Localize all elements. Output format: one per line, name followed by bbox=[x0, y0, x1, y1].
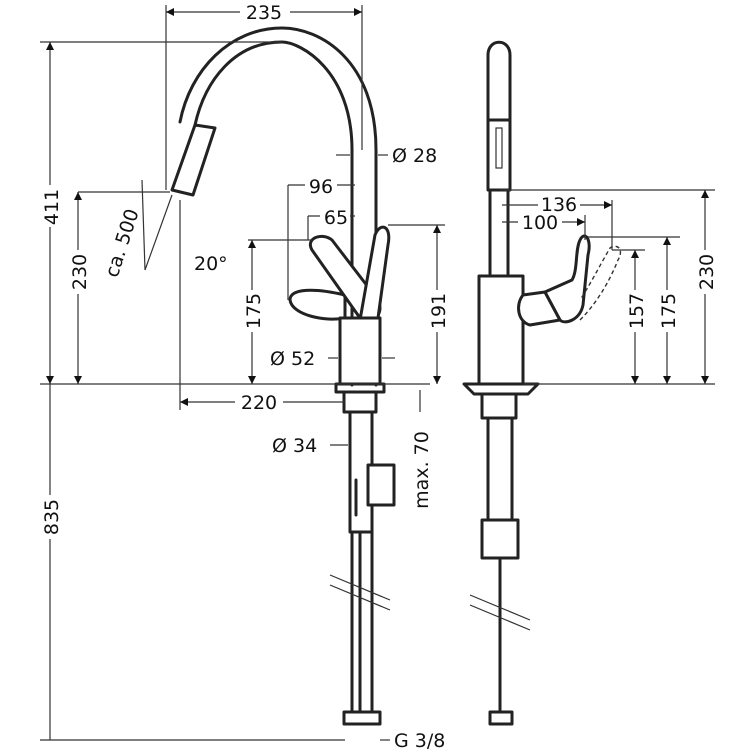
dim-411: 411 bbox=[41, 189, 63, 225]
front-view-faucet bbox=[462, 40, 622, 726]
mount bbox=[342, 390, 378, 414]
side-view-dimensions bbox=[40, 5, 445, 741]
faucet-body bbox=[338, 316, 382, 386]
dim-max-70: max. 70 bbox=[411, 431, 433, 509]
spray-head bbox=[170, 123, 217, 197]
dim-100: 100 bbox=[522, 212, 558, 234]
dim-ca-500: ca. 500 bbox=[101, 206, 144, 280]
valve-block bbox=[366, 463, 396, 507]
dim-230: 230 bbox=[69, 254, 91, 290]
dim-835: 835 bbox=[41, 499, 63, 535]
dim-175: 175 bbox=[243, 293, 265, 329]
lever-alt-position bbox=[579, 245, 622, 321]
dim-dia-34: Ø 34 bbox=[272, 435, 317, 457]
dim-96: 96 bbox=[309, 176, 333, 198]
side-view-faucet bbox=[170, 26, 396, 726]
front-cartridge bbox=[517, 290, 562, 327]
side-view-labels: 235 411 230 ca. 500 20° Ø 28 96 65 175 1… bbox=[38, 0, 450, 750]
dim-dia-52: Ø 52 bbox=[270, 348, 315, 370]
spout-outer bbox=[193, 40, 354, 387]
dim-230-front: 230 bbox=[696, 254, 718, 290]
dim-136: 136 bbox=[541, 194, 577, 216]
front-spout bbox=[486, 40, 512, 192]
dim-220: 220 bbox=[241, 392, 277, 414]
dim-157: 157 bbox=[626, 293, 648, 329]
handle-lower bbox=[288, 288, 347, 321]
dim-191: 191 bbox=[428, 293, 450, 329]
front-valve-block bbox=[480, 518, 520, 560]
front-lever bbox=[543, 234, 591, 324]
dim-dia-28: Ø 28 bbox=[392, 145, 437, 167]
dim-angle: 20° bbox=[194, 253, 228, 275]
dim-175-front: 175 bbox=[658, 293, 680, 329]
spout-outer-2 bbox=[178, 26, 378, 387]
dim-235: 235 bbox=[246, 2, 282, 24]
front-base bbox=[462, 382, 540, 396]
connector bbox=[342, 710, 382, 726]
dim-g-3-8: G 3/8 bbox=[394, 730, 445, 750]
front-body bbox=[477, 274, 525, 386]
handle-back bbox=[358, 225, 391, 322]
front-view-labels: 136 100 157 175 230 bbox=[518, 194, 718, 332]
dim-65: 65 bbox=[324, 207, 348, 229]
